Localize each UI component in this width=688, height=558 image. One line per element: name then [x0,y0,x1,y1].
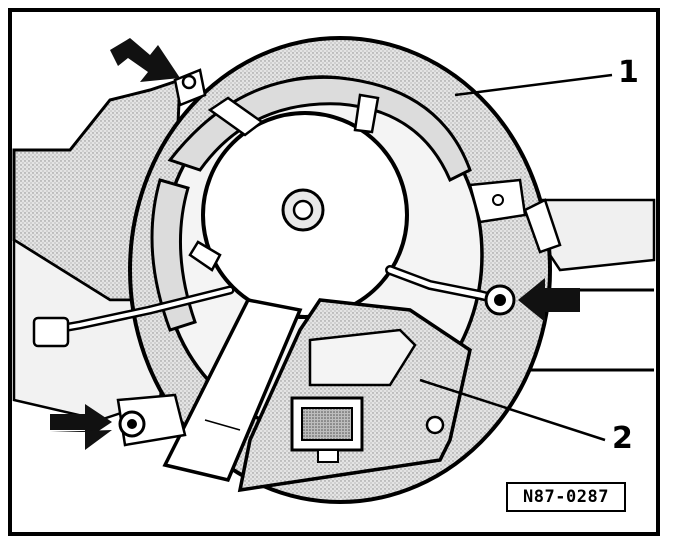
reference-code-box: N87-0287 [506,482,626,512]
right-mount-screw [494,294,506,306]
arrow-right-icon [518,278,580,322]
plug-latch [317,449,339,463]
cooling-hose-detail [204,419,241,431]
leader-line-2 [419,378,606,442]
cable-connector [32,316,70,348]
cooling-hose [162,298,303,483]
callout-label-2: 2 [612,421,633,456]
housing-scroll-band [167,75,472,183]
motor-shaft [292,199,314,221]
right-mount-tab-hole [492,194,504,206]
edge-clip [523,198,562,254]
top-mount-screw [181,74,197,90]
arrow-top-left-icon [110,38,180,82]
leader-line-1 [454,73,613,97]
housing-left-band [150,178,197,332]
resistor-rivet [425,415,445,435]
plug-terminals [301,407,353,441]
bottom-mount-screw [127,419,137,429]
fan-strut-top [207,96,265,137]
callout-label-1: 1 [618,55,639,90]
arrow-bottom-left-tail [50,430,112,450]
fan-strut-right [353,93,380,134]
fan-strut-left [188,240,222,272]
resistor-housing [308,328,417,387]
